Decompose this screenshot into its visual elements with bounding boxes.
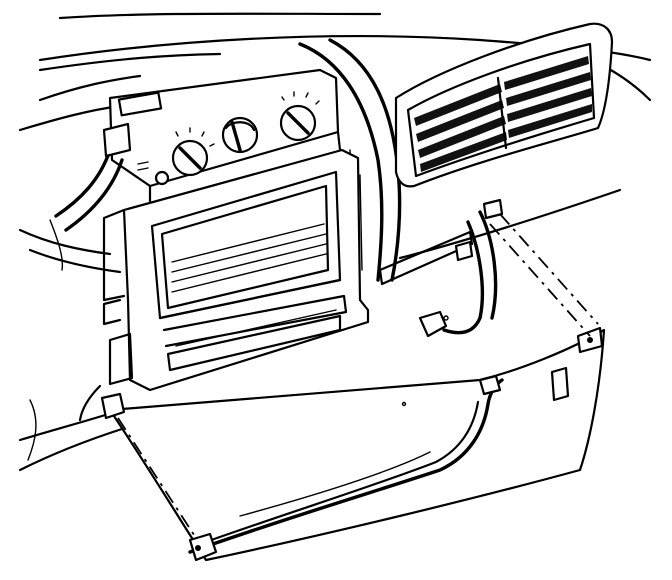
alignment-lines — [117, 213, 599, 539]
wiring-harness — [49, 122, 132, 271]
rear-defrost-button — [154, 170, 170, 186]
hinge-pin — [401, 315, 449, 407]
air-vent — [394, 22, 614, 188]
temperature-knob — [279, 91, 320, 142]
vent-louvers — [414, 56, 592, 172]
mounting-bracket — [378, 198, 504, 338]
mode-knob — [221, 116, 259, 154]
storage-tray-slats — [171, 223, 327, 293]
center-storage-compartment — [102, 148, 370, 392]
fan-speed-knob — [171, 127, 215, 177]
glove-box-door — [100, 326, 606, 562]
climate-control-panel — [108, 68, 342, 208]
